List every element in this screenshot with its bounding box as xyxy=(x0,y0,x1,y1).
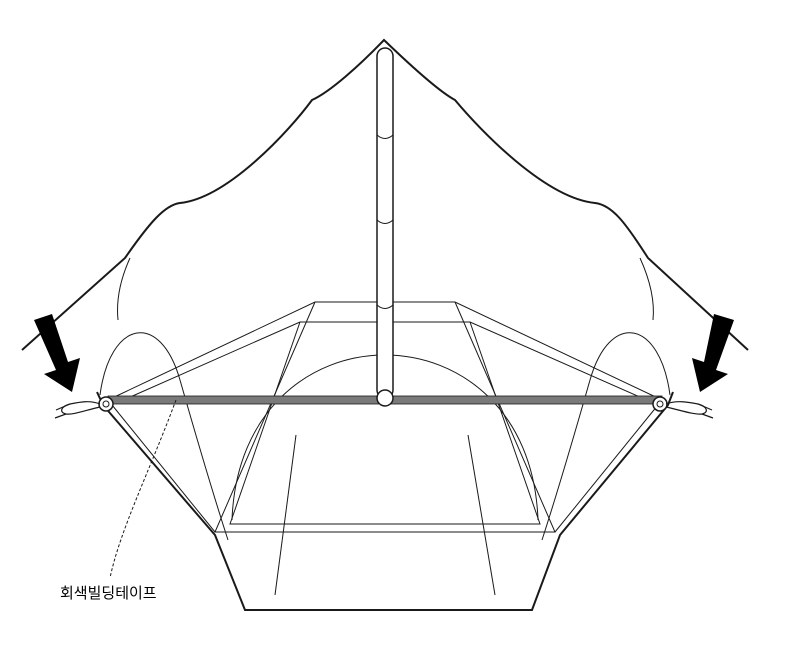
fly-inner-curve-left xyxy=(117,257,131,321)
corner-arch-right xyxy=(541,332,671,541)
floor-seam-left xyxy=(274,434,297,596)
callout-leader-line xyxy=(109,399,177,579)
side-edge-left xyxy=(107,399,216,533)
guy-line-knot-icon xyxy=(652,396,714,419)
corner-arch-left xyxy=(99,332,229,541)
side-edge-right xyxy=(554,399,663,533)
guy-line-knot-icon xyxy=(54,396,114,419)
inner-tent-wall-outer xyxy=(214,301,556,533)
down-left-arrow-icon xyxy=(692,314,734,392)
inner-tent-wall-inner xyxy=(229,321,541,525)
tent-body-outline xyxy=(96,391,674,611)
fly-inner-curve-right xyxy=(639,257,654,321)
canopy-outline xyxy=(21,38,749,351)
down-right-arrow-icon xyxy=(34,314,80,392)
gray-building-tape-label: 회색빌딩테이프 xyxy=(60,584,157,602)
center-pole xyxy=(376,47,394,407)
floor-seam-right xyxy=(467,434,496,596)
